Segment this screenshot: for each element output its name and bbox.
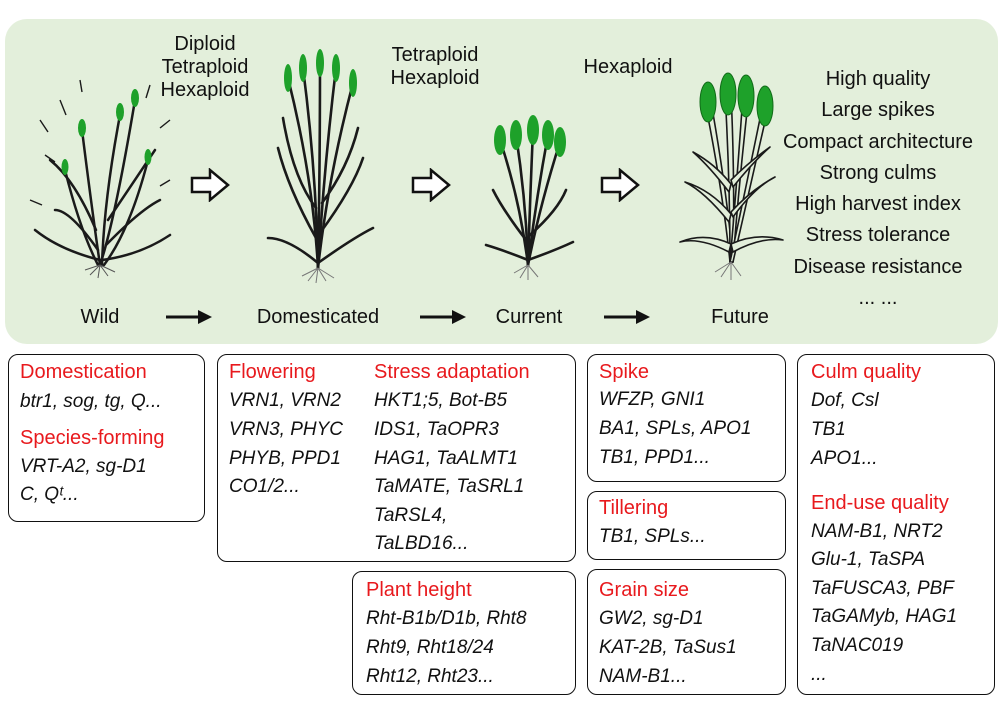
genes-stress: TaMATE, TaSRL1 — [374, 476, 525, 497]
ploidy-tetraploid: Tetraploid — [161, 56, 249, 78]
trait-item: Strong culms — [819, 161, 937, 184]
genes-plant-height: Rht12, Rht23... — [366, 666, 494, 687]
genes-tillering: TB1, SPLs... — [599, 526, 706, 547]
arrow-right-icon — [604, 310, 650, 324]
ploidy-tetraploid-current: Tetraploid — [391, 44, 479, 66]
current-plant-illustration — [484, 115, 575, 280]
genes-domestication: btr1, sog, tg, Q... — [20, 391, 162, 412]
wild-plant-illustration — [29, 79, 172, 279]
stage-label-future: Future — [711, 306, 769, 328]
genes-end-use: TaFUSCA3, PBF — [811, 578, 954, 599]
genes-culm-quality: Dof, Csl — [811, 390, 879, 411]
future-plant-illustration — [679, 72, 784, 280]
genes-culm-quality: APO1... — [811, 448, 878, 469]
evolution-panel — [5, 19, 998, 344]
stage-label-current: Current — [495, 306, 563, 328]
genes-end-use: TaNAC019 — [811, 635, 904, 656]
genes-stress: IDS1, TaOPR3 — [374, 419, 499, 440]
genes-grain-size: NAM-B1... — [599, 666, 687, 687]
ploidy-diploid: Diploid — [174, 33, 236, 55]
genes-spike: TB1, PPD1... — [599, 447, 710, 468]
heading-flowering: Flowering — [229, 361, 316, 383]
tillering-genes-box — [587, 491, 786, 560]
genes-grain-size: KAT-2B, TaSus1 — [599, 637, 737, 658]
genes-flowering: VRN1, VRN2 — [229, 390, 341, 411]
grain-size-genes-box — [587, 569, 786, 695]
heading-culm-quality: Culm quality — [811, 361, 922, 383]
trait-item: Large spikes — [821, 99, 935, 122]
genes-stress: TaLBD16... — [374, 533, 469, 554]
domestication-genes-box — [8, 354, 205, 522]
arrow-right-icon — [420, 310, 466, 324]
outline-arrow-icon — [411, 168, 451, 202]
genes-species-forming: VRT-A2, sg-D1 — [20, 456, 147, 477]
trait-item: Disease resistance — [793, 255, 963, 278]
genes-spike: BA1, SPLs, APO1 — [599, 418, 752, 439]
ploidy-hexaploid: Hexaploid — [160, 79, 250, 101]
trait-item: Stress tolerance — [805, 224, 951, 247]
quality-genes-box — [797, 354, 995, 695]
trait-item: High quality — [825, 68, 931, 90]
heading-species-forming: Species-forming — [20, 427, 165, 449]
genes-plant-height: Rht9, Rht18/24 — [366, 637, 494, 658]
genes-end-use: TaGAMyb, HAG1 — [811, 606, 958, 627]
heading-end-use-quality: End-use quality — [811, 492, 949, 514]
genes-flowering: CO1/2... — [229, 476, 300, 497]
heading-domestication: Domestication — [20, 361, 147, 383]
genes-grain-size: GW2, sg-D1 — [599, 608, 704, 629]
genes-spike: WFZP, GNI1 — [599, 389, 706, 410]
heading-grain-size: Grain size — [599, 579, 690, 601]
genes-stress: HAG1, TaALMT1 — [374, 448, 518, 469]
heading-tillering: Tillering — [599, 497, 669, 519]
flowering-stress-genes-box — [217, 354, 576, 562]
genes-end-use: Glu-1, TaSPA — [811, 549, 926, 570]
genes-end-use: ... — [811, 664, 827, 685]
genes-flowering: VRN3, PHYC — [229, 419, 344, 440]
genes-end-use: NAM-B1, NRT2 — [811, 521, 943, 542]
heading-stress-adaptation: Stress adaptation — [374, 361, 530, 383]
future-traits-list: High quality Large spikes Compact archit… — [768, 64, 988, 314]
plant-height-genes-box — [352, 571, 576, 695]
ploidy-domesticated: Diploid Tetraploid Hexaploid — [155, 33, 255, 102]
genes-species-forming: C, Qᵗ... — [20, 484, 79, 505]
outline-arrow-icon — [600, 168, 640, 202]
arrow-right-icon — [166, 310, 212, 324]
genes-culm-quality: TB1 — [811, 419, 846, 440]
ploidy-future: Hexaploid — [583, 56, 673, 78]
trait-item: High harvest index — [795, 193, 961, 216]
domesticated-plant-illustration — [266, 49, 375, 283]
heading-spike: Spike — [599, 361, 650, 383]
trait-item: ... ... — [858, 287, 898, 310]
stage-label-domesticated: Domesticated — [256, 306, 380, 328]
stage-label-wild: Wild — [80, 306, 120, 328]
spike-genes-box — [587, 354, 786, 482]
genes-stress: HKT1;5, Bot-B5 — [374, 390, 508, 411]
ploidy-hexaploid-current: Hexaploid — [390, 67, 480, 89]
heading-plant-height: Plant height — [366, 579, 472, 601]
genes-plant-height: Rht-B1b/D1b, Rht8 — [366, 608, 527, 629]
genes-flowering: PHYB, PPD1 — [229, 448, 341, 469]
trait-item: Compact architecture — [782, 130, 974, 153]
genes-stress: TaRSL4, — [374, 505, 448, 526]
ploidy-current: Tetraploid Hexaploid — [385, 44, 485, 90]
outline-arrow-icon — [190, 168, 230, 202]
